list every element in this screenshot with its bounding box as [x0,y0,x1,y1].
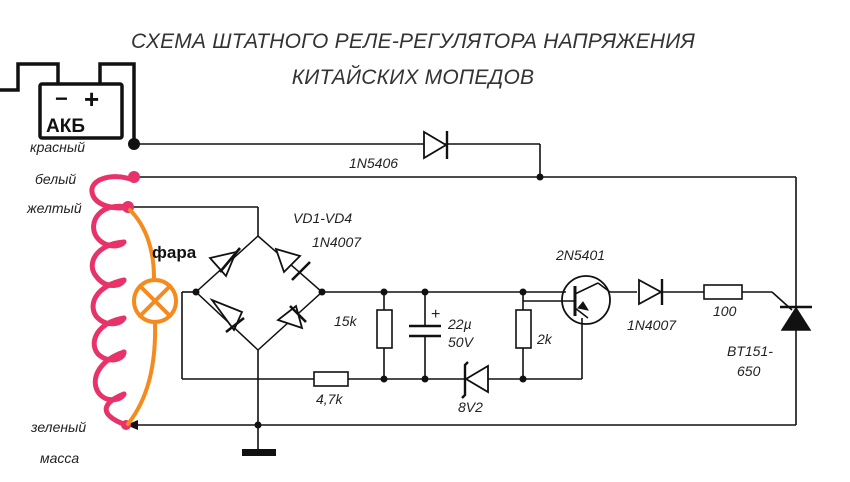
label-diode-1n5406: 1N5406 [349,155,399,171]
label-transistor: 2N5401 [556,247,606,263]
battery-label: АКБ [46,116,85,137]
stator-coil [89,174,137,428]
thyristor-bt151 [780,305,812,331]
resistor-4k7 [313,371,349,387]
label-zener: 8V2 [458,399,483,415]
label-r-4k7: 4,7k [316,391,343,407]
zener-8v2 [461,361,489,399]
label-cap-value: 22µ [448,316,472,332]
wire-label-green: зеленый [31,419,87,435]
capacitor-22u [409,324,441,338]
title-line-1: СХЕМА ШТАТНОГО РЕЛЕ-РЕГУЛЯТОРА НАПРЯЖЕНИ… [130,30,696,53]
label-r-15k: 15k [334,313,357,329]
bridge-rectifier [194,234,324,352]
wire-label-white: белый [35,171,77,187]
transistor-2n5401 [523,275,611,325]
label-cap-plus: + [431,306,441,323]
diode-1n4007-gate [638,278,664,306]
diode-1n5406 [423,130,449,160]
headlamp-symbol [126,208,178,426]
battery-minus: − [55,86,68,111]
green-wire-arrow [126,420,138,430]
label-bridge: VD1-VD4 [293,210,353,226]
wire-label-ground: масса [40,450,80,466]
battery-plus: + [84,84,99,114]
ground-symbol [242,449,276,456]
label-thyristor-line2: 650 [737,363,761,379]
label-r-100: 100 [713,303,737,319]
resistor-2k [515,309,532,349]
resistor-100 [703,284,743,300]
lamp-label: фара [152,243,197,262]
label-thyristor-line1: BT151- [727,343,773,359]
battery-symbol [0,62,136,140]
bridge-diodes [208,247,311,334]
label-cap-voltage: 50V [448,334,473,350]
wire-label-yellow: желтый [27,200,82,216]
title-line-2: КИТАЙСКИХ МОПЕДОВ [291,66,535,89]
junction-dots [192,173,544,429]
label-diode-1n4007-gate: 1N4007 [627,317,677,333]
label-bridge-type: 1N4007 [312,234,362,250]
resistor-15k [376,309,393,349]
label-r-2k: 2k [537,331,552,347]
wire-label-red: красный [30,139,85,155]
